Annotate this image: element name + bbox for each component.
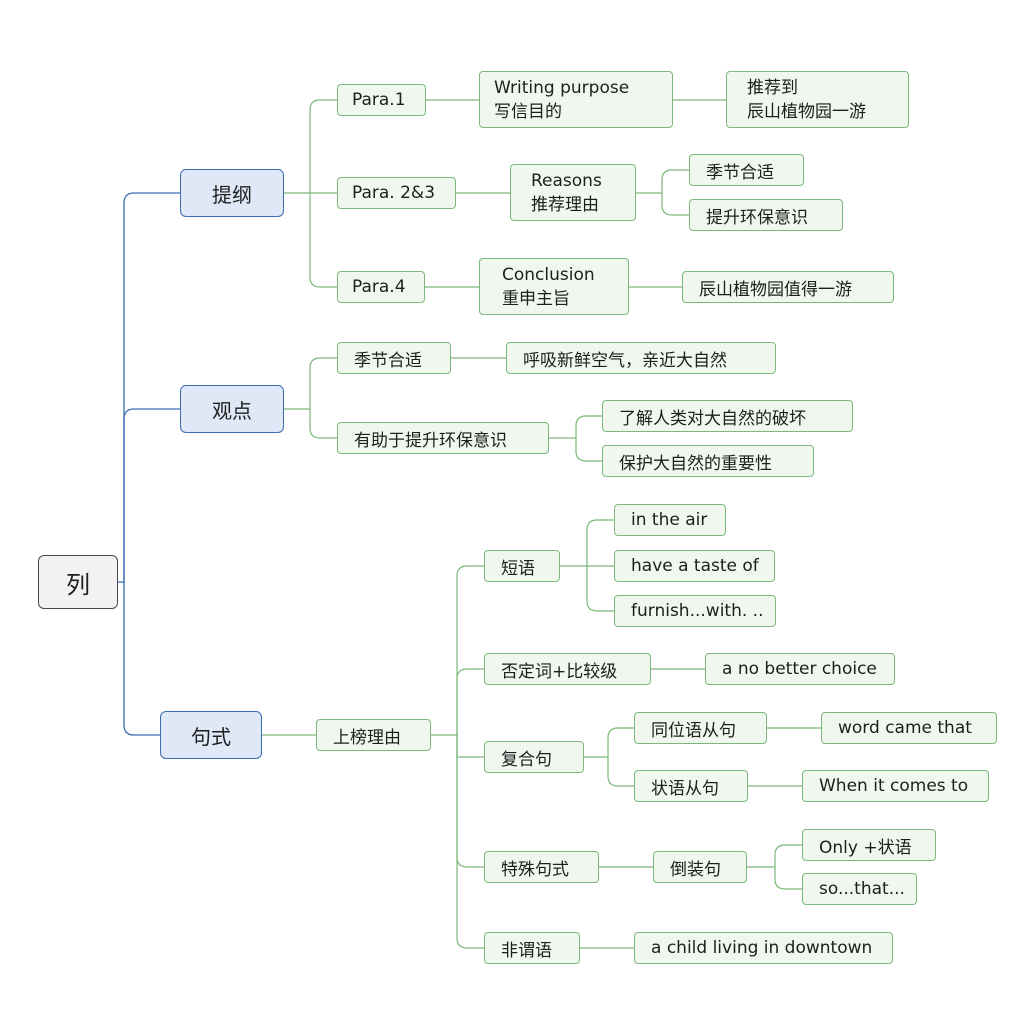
phrase-in-the-air[interactable]: in the air xyxy=(614,504,726,536)
protect-nature-node[interactable]: 保护大自然的重要性 xyxy=(602,445,814,477)
phrase-node[interactable]: 短语 xyxy=(484,550,560,582)
reason-season-node[interactable]: 季节合适 xyxy=(689,154,804,186)
writing-purpose-node[interactable]: Writing purpose 写信目的 xyxy=(479,71,673,128)
conclusion-zh: 重申主旨 xyxy=(502,288,570,309)
only-adverbial-node[interactable]: Only +状语 xyxy=(802,829,936,861)
conclusion-en: Conclusion xyxy=(502,264,595,285)
no-better-choice-node[interactable]: a no better choice xyxy=(705,653,895,685)
root-node[interactable]: 列 xyxy=(38,555,118,609)
fresh-air-node[interactable]: 呼吸新鲜空气，亲近大自然 xyxy=(506,342,776,374)
view-environment-node[interactable]: 有助于提升环保意识 xyxy=(337,422,549,454)
recommend-line-2: 辰山植物园一游 xyxy=(747,101,866,122)
para-4-node[interactable]: Para.4 xyxy=(337,271,425,303)
recommend-node[interactable]: 推荐到 辰山植物园一游 xyxy=(726,71,909,128)
so-that-node[interactable]: so...that... xyxy=(802,873,917,905)
view-season-node[interactable]: 季节合适 xyxy=(337,342,451,374)
negative-comparative-node[interactable]: 否定词+比较级 xyxy=(484,653,651,685)
non-finite-node[interactable]: 非谓语 xyxy=(484,932,580,964)
child-living-downtown-node[interactable]: a child living in downtown xyxy=(634,932,893,964)
reason-environment-node[interactable]: 提升环保意识 xyxy=(689,199,843,231)
branch-outline[interactable]: 提纲 xyxy=(180,169,284,217)
writing-purpose-zh: 写信目的 xyxy=(494,101,562,122)
writing-purpose-en: Writing purpose xyxy=(494,77,630,98)
worth-visit-node[interactable]: 辰山植物园值得一游 xyxy=(682,271,894,303)
reasons-en: Reasons xyxy=(531,170,602,191)
branch-views[interactable]: 观点 xyxy=(180,385,284,433)
phrase-have-a-taste-of[interactable]: have a taste of xyxy=(614,550,775,582)
word-came-that-node[interactable]: word came that xyxy=(821,712,997,744)
para-1-node[interactable]: Para.1 xyxy=(337,84,426,116)
branch-sentences[interactable]: 句式 xyxy=(160,711,262,759)
ranking-reason-node[interactable]: 上榜理由 xyxy=(316,719,431,751)
complex-sentence-node[interactable]: 复合句 xyxy=(484,741,584,773)
recommend-line-1: 推荐到 xyxy=(747,77,798,98)
special-sentence-node[interactable]: 特殊句式 xyxy=(484,851,599,883)
reasons-zh: 推荐理由 xyxy=(531,194,599,215)
conclusion-node[interactable]: Conclusion 重申主旨 xyxy=(479,258,629,315)
when-it-comes-to-node[interactable]: When it comes to xyxy=(802,770,989,802)
appositive-clause-node[interactable]: 同位语从句 xyxy=(634,712,767,744)
inversion-node[interactable]: 倒装句 xyxy=(653,851,747,883)
reasons-node[interactable]: Reasons 推荐理由 xyxy=(510,164,636,221)
human-damage-node[interactable]: 了解人类对大自然的破坏 xyxy=(602,400,853,432)
para-23-node[interactable]: Para. 2&3 xyxy=(337,177,456,209)
adverbial-clause-node[interactable]: 状语从句 xyxy=(634,770,748,802)
phrase-furnish-with[interactable]: furnish...with. .. xyxy=(614,595,776,627)
